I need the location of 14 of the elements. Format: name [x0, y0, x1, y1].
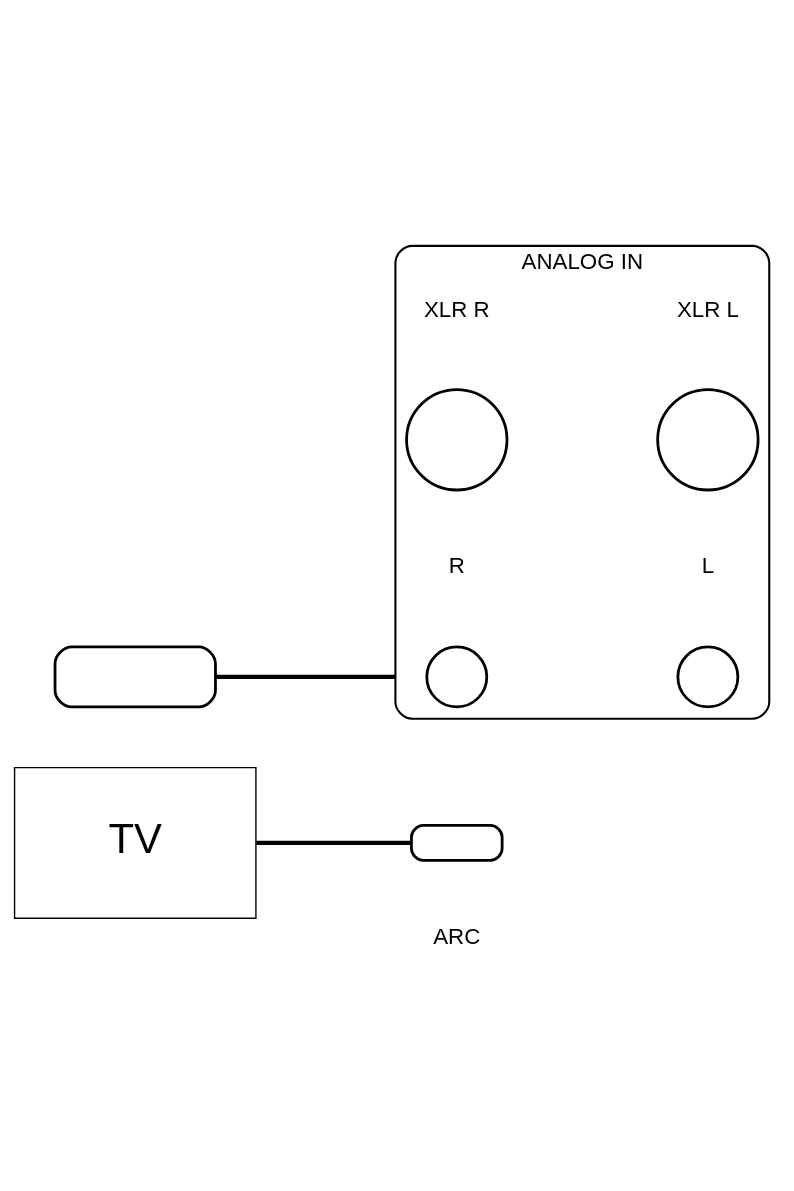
node-label: XLR R [423, 296, 490, 322]
node-box [409, 823, 503, 862]
connector [255, 840, 411, 845]
node-label: ARC [432, 923, 480, 949]
node-circle [424, 645, 488, 708]
node-circle [676, 645, 739, 708]
node-box [53, 645, 217, 708]
connector [215, 674, 395, 679]
node-box: TV [13, 766, 257, 919]
node-label: R [448, 552, 465, 578]
node-label: L [701, 552, 714, 578]
node-label: XLR L [676, 296, 739, 322]
node-circle [404, 387, 508, 491]
node-circle [655, 387, 759, 491]
